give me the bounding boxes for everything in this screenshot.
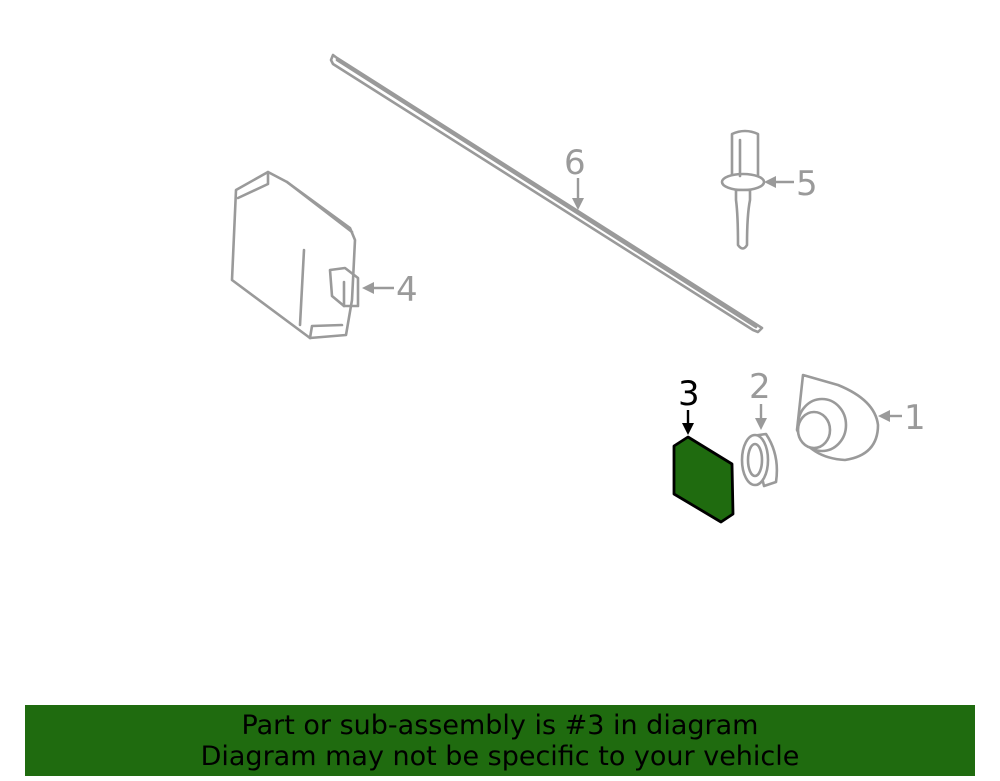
info-banner: Part or sub-assembly is #3 in diagram Di… [25,705,975,776]
banner-line-1: Part or sub-assembly is #3 in diagram [241,710,759,741]
callout-6: 6 [564,143,586,210]
callout-2-label: 2 [749,367,771,407]
callout-4-label: 4 [396,270,418,310]
callout-5-label: 5 [796,164,818,204]
callout-4: 4 [362,270,418,310]
part-5-sensor [720,129,766,250]
part-4-module [230,170,360,340]
callout-1-label: 1 [904,398,926,438]
callout-3-label: 3 [678,374,700,414]
part-3-pad-highlighted [672,435,735,524]
callout-1: 1 [878,398,926,438]
callout-6-label: 6 [564,143,586,183]
callout-2: 2 [749,367,771,430]
part-6-strip [329,53,764,334]
callout-3: 3 [678,374,700,435]
banner-line-2: Diagram may not be specific to your vehi… [200,741,800,772]
part-2-ring [740,432,779,488]
part-1-parking-sensor [795,373,880,462]
callout-5: 5 [764,164,818,204]
